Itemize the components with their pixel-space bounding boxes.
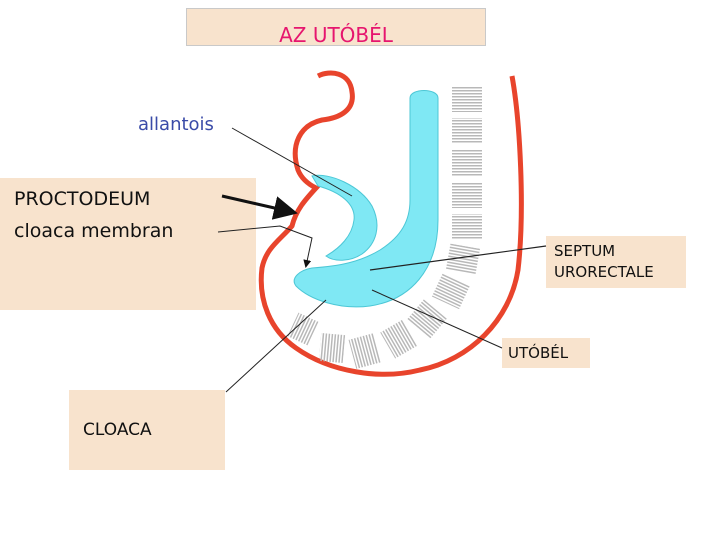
septum-label-box: SEPTUM URORECTALE: [546, 236, 686, 288]
cloaca-leader: [225, 299, 327, 393]
cloaca-membran-label: cloaca membran: [14, 220, 174, 242]
allantois-branch: [311, 174, 378, 261]
somites: [287, 86, 482, 369]
cloaca-label: CLOACA: [83, 420, 152, 440]
utobel-label-box: UTÓBÉL: [502, 338, 590, 368]
septum-label-line1: SEPTUM: [554, 242, 616, 260]
hindgut-lumen: [293, 90, 439, 308]
proctodeum-label-box: PROCTODEUM cloaca membran: [0, 178, 256, 310]
utobel-label: UTÓBÉL: [508, 344, 569, 362]
proctodeum-label: PROCTODEUM: [14, 188, 151, 210]
allantois-leader: [231, 127, 353, 197]
cloaca-label-box: CLOACA: [69, 390, 225, 470]
page-title: AZ UTÓBÉL: [279, 23, 393, 47]
septum-leader: [369, 245, 547, 271]
septum-label-line2: URORECTALE: [554, 263, 654, 281]
title-box: AZ UTÓBÉL: [186, 8, 486, 47]
allantois-label: allantois: [138, 114, 214, 135]
cloaca-membran-leader: [217, 225, 313, 268]
utobel-leader: [371, 289, 503, 349]
proctodeum-arrow: [221, 194, 298, 220]
